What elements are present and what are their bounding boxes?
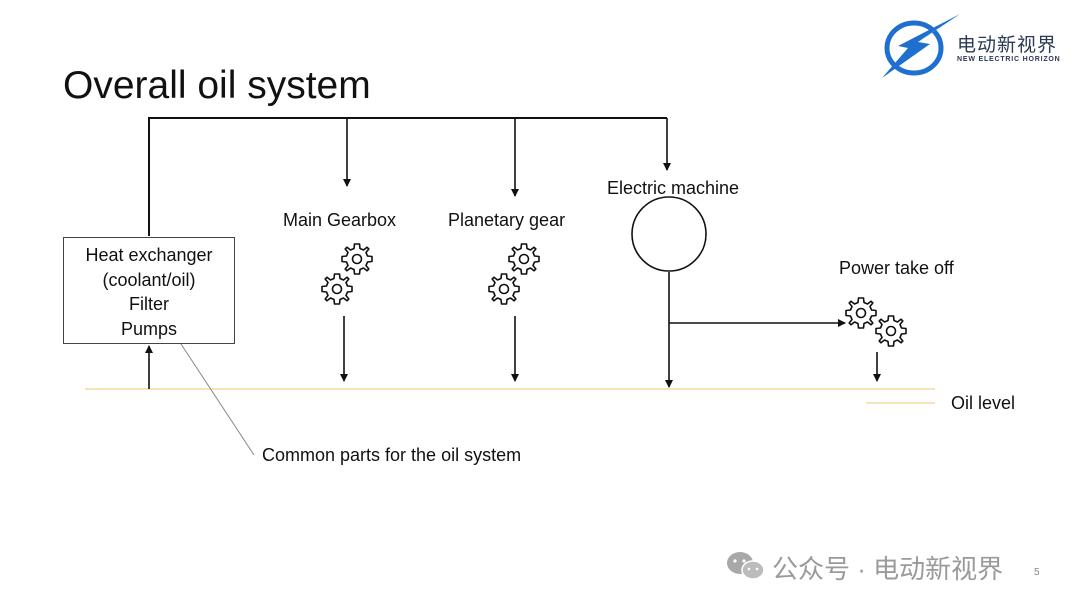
electric-machine-circle (631, 196, 707, 272)
electric-machine-label: Electric machine (607, 178, 740, 198)
main-gearbox-gear-icon (321, 243, 373, 305)
common-parts-box: Heat exchanger (coolant/oil) Filter Pump… (63, 237, 235, 344)
box-line-filter: Filter (129, 294, 169, 314)
box-line-pumps: Pumps (120, 318, 178, 339)
planetary-gear-label: Planetary gear (448, 210, 566, 230)
logo-english-name: NEW ELECTRIC HORIZON (957, 56, 1061, 63)
supply-header-line (148, 117, 667, 236)
common-parts-callout-line (180, 343, 255, 456)
wechat-icon (727, 552, 765, 580)
lightning-logo-icon (882, 14, 960, 78)
planetary-gear-icon (488, 243, 540, 305)
watermark-text: 公众号 · 电动新视界 (772, 554, 1004, 584)
box-line-coolant-oil: (coolant/oil) (102, 269, 196, 290)
power-take-off-gear-icon (845, 297, 907, 347)
box-line-heat-exchanger: Heat exchanger (85, 245, 213, 265)
common-parts-annotation: Common parts for the oil system (262, 445, 522, 465)
page-number: 5 (1034, 567, 1040, 578)
logo-chinese-name: 电动新视界 (957, 35, 1058, 56)
power-take-off-label: Power take off (839, 258, 954, 278)
slide-title: Overall oil system (63, 64, 371, 107)
main-gearbox-label: Main Gearbox (283, 210, 397, 230)
oil-level-label: Oil level (951, 393, 1016, 413)
